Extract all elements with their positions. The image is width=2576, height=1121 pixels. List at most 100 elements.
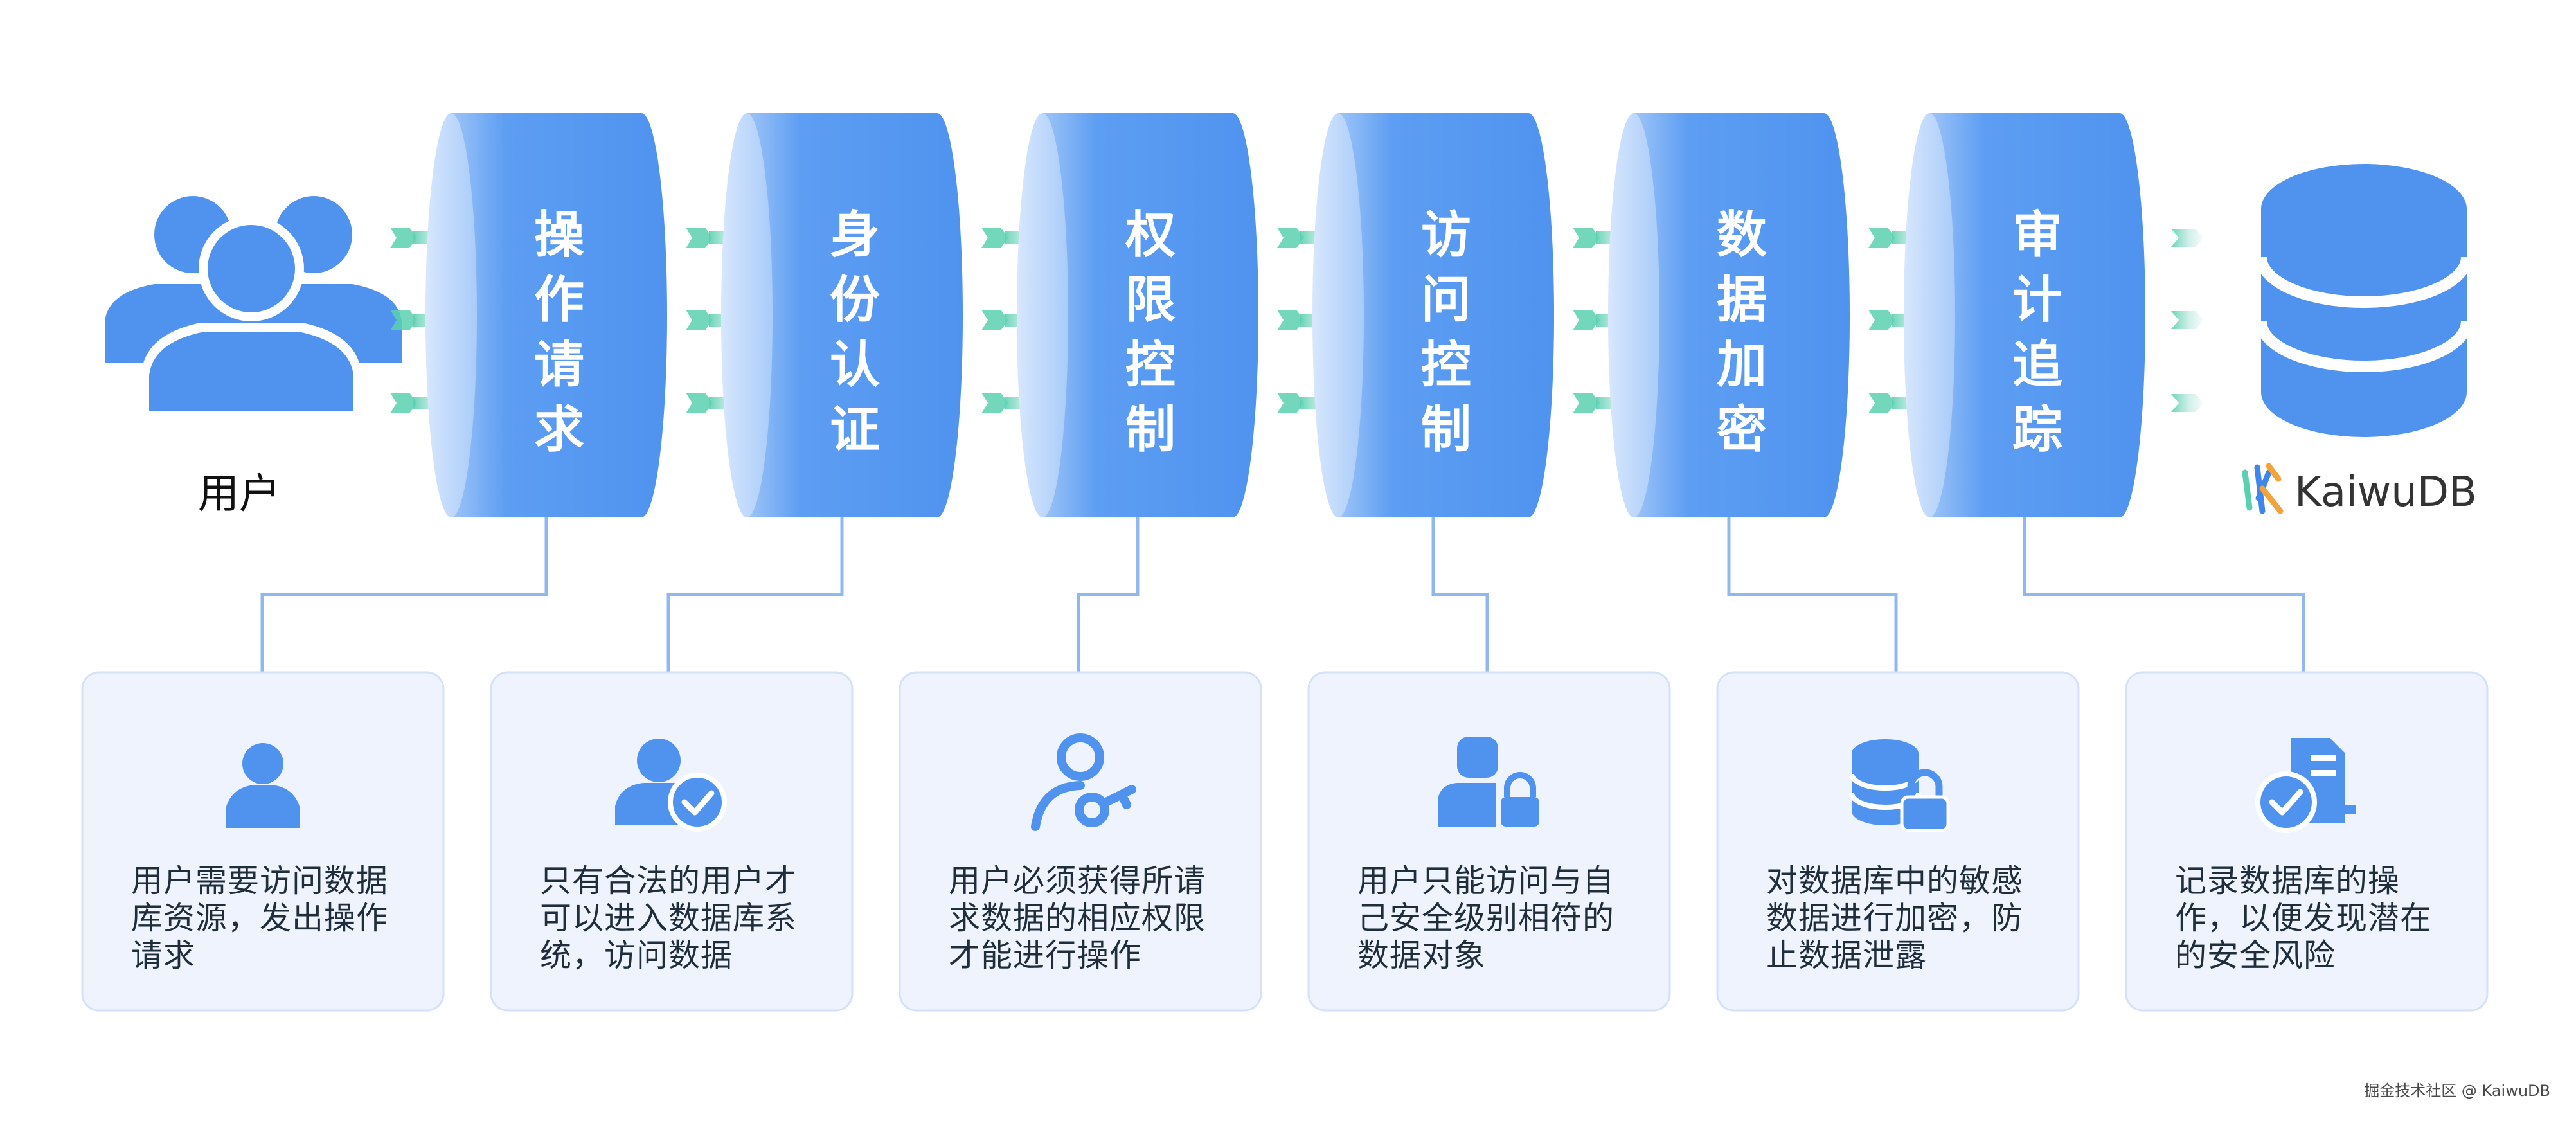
stage-description: 记录数据库的操作，以便发现潜在的安全风险 [2175, 863, 2433, 974]
flow-arrow-tail [686, 393, 713, 413]
stage-title-char: 控 [1125, 336, 1176, 394]
cylinder-body [1634, 113, 1850, 517]
flow-arrow-tail [1277, 310, 1304, 330]
stage-title-char: 踪 [2012, 401, 2062, 459]
cylinder-cap [425, 113, 477, 517]
stage-title-char: 制 [1421, 401, 1471, 459]
flow-arrow-tail [981, 393, 1008, 413]
flow-arrow-tail [1868, 393, 1895, 413]
cards-layer [81, 671, 2489, 1012]
stage-card [2125, 671, 2489, 1012]
flow-arrow-tail [1573, 228, 1600, 248]
stage-title-char: 控 [1421, 336, 1471, 394]
flow-arrow-tail [686, 310, 713, 330]
connector-line [1077, 517, 1140, 672]
connector-line [260, 517, 548, 672]
flow-arrow-tail [390, 310, 417, 330]
flow-arrow-tail [686, 228, 713, 248]
user-key-icon [1031, 733, 1136, 831]
flow-arrow-tail [1277, 228, 1304, 248]
flow-arrow-tail [390, 393, 417, 413]
connector-line [2023, 517, 2305, 672]
watermark: 掘金技术社区 @ KaiwuDB [2364, 1082, 2550, 1100]
stage-description: 用户必须获得所请求数据的相应权限才能进行操作 [949, 863, 1206, 974]
flow-arrow-tail [981, 310, 1008, 330]
stage-description: 对数据库中的敏感数据进行加密，防止数据泄露 [1766, 863, 2024, 974]
cylinder-cap [1904, 113, 1955, 517]
stage-title-char: 据 [1717, 271, 1767, 329]
stage-title-char: 数 [1717, 206, 1767, 264]
stage-title-char: 追 [2012, 336, 2062, 394]
cylinder-cap [1608, 113, 1659, 517]
user-lock-icon [1438, 737, 1539, 827]
connectors-layer [260, 517, 2305, 672]
cylinder-body [1929, 113, 2146, 517]
stage-title-char: 访 [1421, 206, 1471, 264]
stage-card [490, 671, 854, 1012]
stage-title-char: 限 [1125, 271, 1176, 329]
stage-description: 用户只能访问与自己安全级别相符的数据对象 [1357, 863, 1615, 974]
connector-line [1431, 517, 1489, 672]
flow-arrow-tail [390, 228, 417, 248]
database-lock-icon [1849, 739, 1950, 832]
stage-card [1716, 671, 2080, 1012]
flow-arrow [2171, 229, 2205, 247]
brand-name: KaiwuDB [2294, 469, 2477, 516]
cylinder-body [1338, 113, 1554, 517]
stage-title-char: 密 [1717, 401, 1767, 459]
stage-card [1307, 671, 1671, 1012]
cylinder-cap [1017, 113, 1068, 517]
cylinder-body [1042, 113, 1258, 517]
stage-title-char: 份 [830, 271, 880, 329]
stage-title-char: 制 [1125, 401, 1176, 459]
cylinder-body [747, 113, 963, 517]
kaiwudb-logo-mark [2242, 463, 2284, 514]
stage-title-char: 审 [2012, 206, 2062, 264]
flow-arrow-tail [1868, 310, 1895, 330]
stage-title-char: 计 [2012, 271, 2062, 329]
flow-arrow-tail [1868, 228, 1895, 248]
card-icons-layer [226, 733, 2356, 833]
cylinder-cap [721, 113, 773, 517]
stage-description: 只有合法的用户才可以进入数据库系统，访问数据 [540, 863, 798, 974]
stage-description: 用户需要访问数据库资源，发出操作请求 [131, 863, 389, 974]
stage-title-char: 操 [534, 206, 584, 264]
flow-arrow [2171, 394, 2205, 412]
connector-line [666, 517, 844, 672]
cylinder-cap [1312, 113, 1364, 517]
stage-title-char: 问 [1421, 271, 1471, 329]
stage-card [899, 671, 1262, 1012]
stage-title-char: 身 [830, 206, 880, 264]
flow-arrow-tail [1573, 393, 1600, 413]
flow-arrow-tail [981, 228, 1008, 248]
document-check-icon [2255, 738, 2356, 833]
flow-arrow [2171, 311, 2205, 329]
stage-title-char: 加 [1717, 336, 1767, 394]
database-icon [2255, 164, 2473, 437]
stage-title-char: 认 [830, 336, 880, 394]
stage-title-char: 求 [534, 401, 584, 459]
cylinder-body [451, 113, 667, 517]
stage-cylinder: 操作请求 [425, 113, 667, 517]
users-icon [105, 196, 402, 418]
user-label: 用户 [198, 471, 280, 518]
connector-line [1727, 517, 1898, 672]
flow-arrows [2171, 229, 2205, 412]
kaiwudb-logo: KaiwuDB [2242, 463, 2477, 516]
flow-arrow-tail [1573, 310, 1600, 330]
stage-title-char: 权 [1125, 206, 1176, 264]
user-check-icon [615, 739, 727, 832]
stage-card [81, 671, 445, 1012]
user-icon [226, 743, 300, 828]
flow-arrow-tail [1277, 393, 1304, 413]
stage-title-char: 证 [830, 401, 880, 459]
stage-title-char: 作 [534, 271, 584, 329]
